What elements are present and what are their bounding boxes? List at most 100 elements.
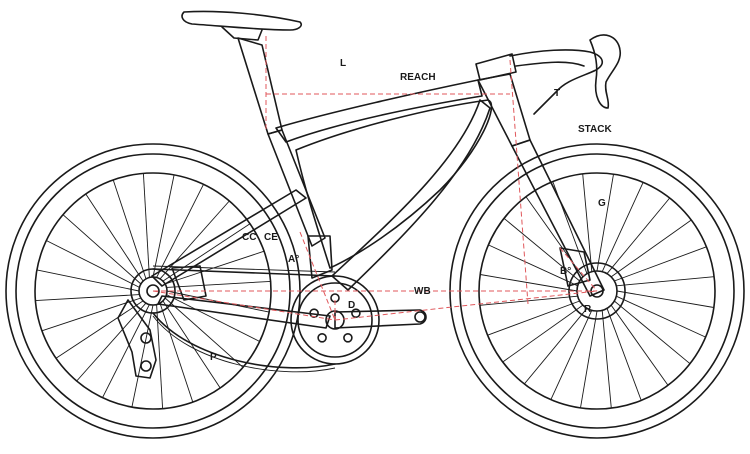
rear-hub xyxy=(146,284,160,298)
chain-inner-line xyxy=(152,265,336,373)
spoke xyxy=(616,276,715,287)
down-tube xyxy=(331,99,491,291)
chainring-bolt xyxy=(343,332,353,343)
brake-hood xyxy=(589,34,622,109)
spoke xyxy=(616,295,706,338)
fork xyxy=(511,139,605,297)
saddle-top xyxy=(181,10,303,31)
label-b: B° xyxy=(560,266,571,277)
spoke xyxy=(76,302,147,382)
spoke xyxy=(142,173,150,278)
drivetrain xyxy=(117,235,591,379)
crank-arm xyxy=(334,309,427,329)
saddle-rails xyxy=(221,26,263,41)
spoke xyxy=(580,310,598,408)
jockey-wheel-upper xyxy=(140,332,152,344)
seat-tube xyxy=(267,129,326,247)
spoke xyxy=(487,300,580,336)
seat-stay xyxy=(151,189,307,287)
chainring-bolts xyxy=(309,293,361,343)
dimension-lines xyxy=(152,36,598,321)
front-rim xyxy=(478,172,716,410)
stack-line xyxy=(509,59,529,305)
spoke xyxy=(503,217,580,282)
spoke xyxy=(616,290,714,308)
spoke xyxy=(614,246,707,282)
chainring-bolt xyxy=(309,308,319,319)
spoke xyxy=(614,300,691,365)
stem xyxy=(475,53,517,81)
label-g: G xyxy=(598,198,606,209)
spoke xyxy=(610,304,669,386)
front-spokes xyxy=(479,173,715,409)
spoke xyxy=(596,174,614,272)
spoke xyxy=(55,300,144,359)
spoke xyxy=(480,274,578,292)
spoke xyxy=(488,244,578,287)
frame xyxy=(151,37,605,330)
spoke xyxy=(41,297,142,332)
main-triangle-window xyxy=(295,99,493,269)
seat-post xyxy=(237,37,283,135)
spoke xyxy=(152,174,175,278)
top-tube xyxy=(275,79,483,143)
spoke xyxy=(479,295,578,306)
spoke xyxy=(606,308,642,401)
pedal-axle xyxy=(414,311,426,323)
label-ce: CE xyxy=(264,232,278,243)
handlebar-tops xyxy=(515,61,585,67)
spoke xyxy=(102,304,150,398)
rear-derailleur xyxy=(117,299,157,379)
jockey-wheel-lower xyxy=(140,360,152,372)
rear-spokes xyxy=(35,173,271,409)
label-l: L xyxy=(340,58,346,69)
label-cc: CC xyxy=(242,232,256,243)
spoke xyxy=(159,302,194,403)
spoke xyxy=(601,310,612,409)
label-p: P xyxy=(210,352,217,363)
spoke xyxy=(46,240,140,288)
spoke xyxy=(601,182,644,272)
label-reach: REACH xyxy=(400,72,436,83)
spoke xyxy=(85,193,144,282)
chain-stay xyxy=(157,295,331,329)
bb-front-center-line xyxy=(334,290,598,321)
label-a: A° xyxy=(288,254,299,265)
spoke xyxy=(523,308,588,385)
spoke xyxy=(159,200,230,280)
spoke xyxy=(502,304,584,363)
chainring-inner xyxy=(297,282,373,358)
spoke xyxy=(35,294,140,302)
spoke xyxy=(156,184,204,278)
geometry-labels: L REACH T STACK G CC CE A° D WB B° R P xyxy=(210,58,612,363)
spoke xyxy=(582,173,593,272)
fork-offset-line xyxy=(559,247,598,292)
spoke xyxy=(112,179,147,280)
label-d: D xyxy=(348,300,355,311)
label-stack: STACK xyxy=(578,124,612,135)
spoke xyxy=(62,214,142,285)
spoke xyxy=(610,219,692,278)
label-wb: WB xyxy=(414,286,431,297)
spoke xyxy=(166,294,260,342)
head-tube xyxy=(477,73,531,147)
front-brake-caliper xyxy=(559,247,591,287)
label-r: R xyxy=(584,304,592,315)
chain xyxy=(152,268,336,369)
front-derailleur xyxy=(307,235,333,279)
rear-brake-caliper xyxy=(171,265,207,301)
spoke xyxy=(164,297,244,368)
saddle xyxy=(181,10,303,41)
spoke xyxy=(131,304,154,408)
spoke xyxy=(166,280,271,288)
chainring-bolt xyxy=(317,332,327,343)
spoke xyxy=(162,223,251,282)
chainstay-line xyxy=(152,290,336,321)
spoke xyxy=(606,197,671,274)
cockpit xyxy=(475,34,622,115)
handlebar-drop xyxy=(509,49,603,115)
spoke xyxy=(36,269,140,292)
rear-wheel xyxy=(5,143,301,439)
